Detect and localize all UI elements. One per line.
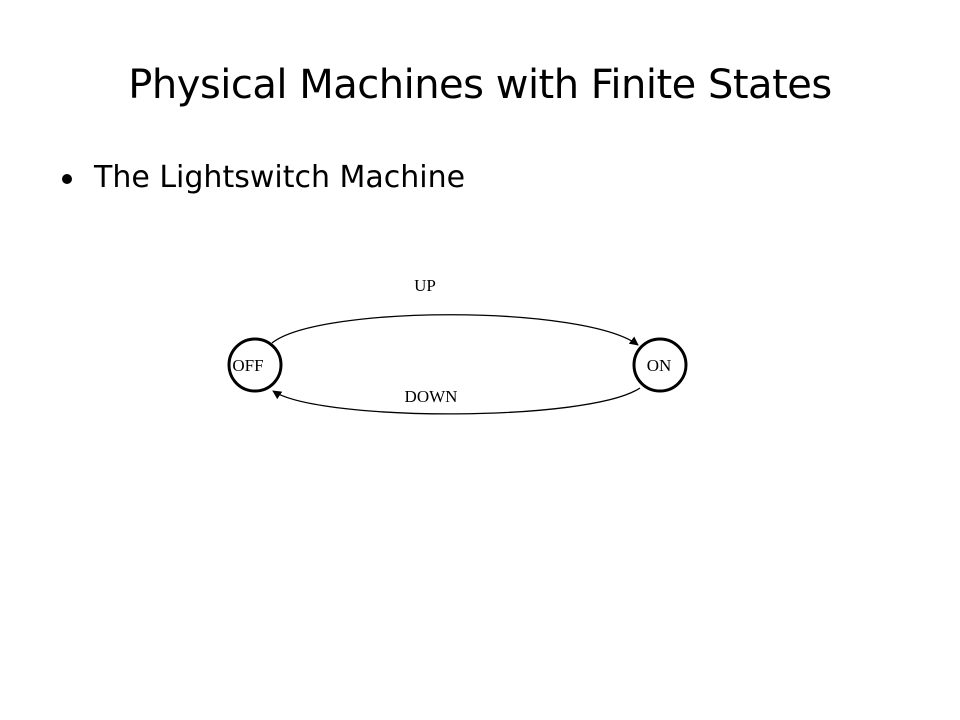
bullet-text: The Lightswitch Machine bbox=[94, 160, 466, 195]
state-on-circle bbox=[632, 337, 688, 393]
bullet-dot-icon bbox=[62, 174, 72, 184]
transition-down-label: DOWN bbox=[405, 387, 458, 406]
state-off-circle bbox=[227, 337, 283, 393]
slide-title: Physical Machines with Finite States bbox=[128, 62, 832, 108]
transition-down-arrow bbox=[272, 387, 641, 415]
state-on-label: ON bbox=[647, 356, 672, 375]
transition-up-arrow bbox=[271, 314, 639, 346]
bullet-list: The Lightswitch Machine bbox=[62, 160, 465, 195]
state-off-label: OFF bbox=[232, 356, 263, 375]
bullet-item: The Lightswitch Machine bbox=[62, 160, 465, 195]
state-off: OFF bbox=[227, 337, 283, 393]
state-on: ON bbox=[632, 337, 688, 393]
transition-up-label: UP bbox=[414, 276, 436, 295]
